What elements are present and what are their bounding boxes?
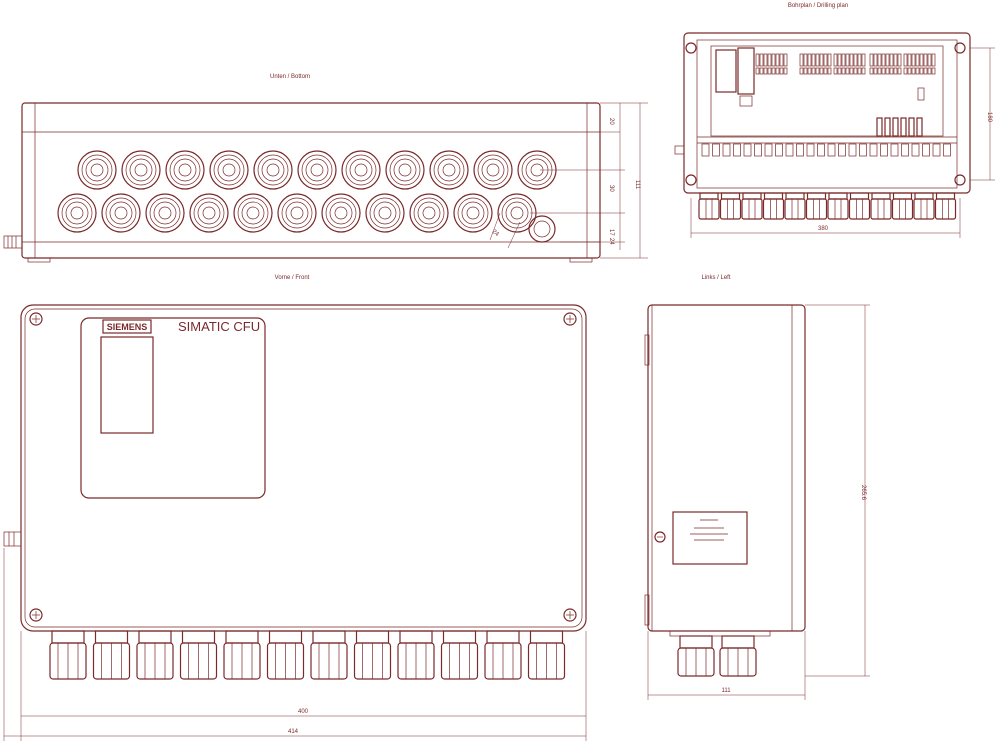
front-cable-gland [92,630,131,680]
dim-bottom-mid: 30 [608,185,614,192]
cable-gland [473,150,513,190]
mount-hole [685,174,697,186]
cable-gland [277,193,317,233]
cable-gland [341,150,381,190]
din-rail-modules [715,47,936,137]
cable-gland [429,150,469,190]
cable-gland [101,193,141,233]
dim-gland-size: 24 [491,229,500,238]
cable-gland [57,193,97,233]
front-view-label: Vorne / Front [275,275,310,281]
front-cable-gland [310,630,348,680]
cable-gland [409,193,449,233]
front-cable-gland [223,630,261,680]
left-view-label: Links / Left [701,275,730,281]
drill-gland [827,192,849,220]
bottom-rail [701,143,951,157]
lid-window [80,317,266,499]
mount-hole [954,42,966,54]
drill-gland [805,192,828,220]
dim-width-inner: 400 [298,709,309,715]
cable-gland [209,150,249,190]
cable-gland [253,150,293,190]
left-gland [719,635,757,677]
cable-gland [233,193,273,233]
brand-logo: SIEMENS [107,322,148,332]
front-cable-gland [266,630,305,680]
screw-front [563,608,577,622]
display-area [100,336,154,434]
cable-gland [297,150,337,190]
dim-bottom-depth: 111 [634,180,640,190]
front-cable-gland [484,630,522,680]
front-cable-gland [440,630,479,680]
bottom-view-label: Unten / Bottom [270,74,310,80]
side-gland [3,531,22,547]
front-cable-gland [179,630,218,680]
cable-gland [453,193,493,233]
mount-hole [954,174,966,186]
drill-gland [934,192,957,220]
drill-gland [913,192,935,220]
left-view: 111 265.6 [644,304,870,700]
screw-front [29,312,43,326]
front-cable-gland [136,630,174,680]
left-gland [677,635,715,677]
dim-height: 265.6 [860,485,866,501]
glands-top-row [77,150,557,190]
product-name: SIMATIC CFU [178,319,260,334]
dim-bottom-top: 20 [608,118,614,125]
front-cable-gland [527,630,566,680]
drill-gland [698,192,720,220]
drill-gland [870,192,892,220]
cable-gland [365,193,405,233]
drill-gland [784,192,806,220]
front-view: SIEMENS SIMATIC CFU 400 414 [3,304,587,741]
mount-hole [685,42,697,54]
dim-depth: 111 [721,688,731,694]
dim-drill-height: 180 [986,112,992,123]
drill-gland [762,192,785,220]
cable-gland [145,193,185,233]
drill-gland [891,192,914,220]
side-gland-small [3,235,23,249]
front-cable-gland [397,630,435,680]
dim-width-outer: 414 [288,729,299,735]
cable-gland [321,193,361,233]
drill-gland [741,192,763,220]
brand-box [102,319,152,334]
dim-drill-width: 380 [818,226,829,232]
dim-bottom-low1: 17 [608,229,614,236]
screw-front [29,608,43,622]
cable-gland [189,193,229,233]
cable-gland [165,150,205,190]
drill-gland [848,192,871,220]
cable-gland [121,150,161,190]
bottom-view: 20 30 17 24 111 24 [3,102,648,263]
drill-gland [719,192,742,220]
cable-gland [77,150,117,190]
front-cable-gland [49,630,87,680]
cable-gland [385,150,425,190]
screw-front [563,312,577,326]
drilling-plan-view: 380 180 [674,32,995,238]
vent-plug [528,215,556,243]
drilling-plan-label: Bohrplan / Drilling plan [788,3,848,9]
front-cable-gland [353,630,392,680]
dim-bottom-low2: 24 [608,238,614,245]
front-glands [49,630,566,680]
glands-bottom-row [57,193,537,233]
type-plate [672,511,748,565]
drill-glands [698,192,957,220]
